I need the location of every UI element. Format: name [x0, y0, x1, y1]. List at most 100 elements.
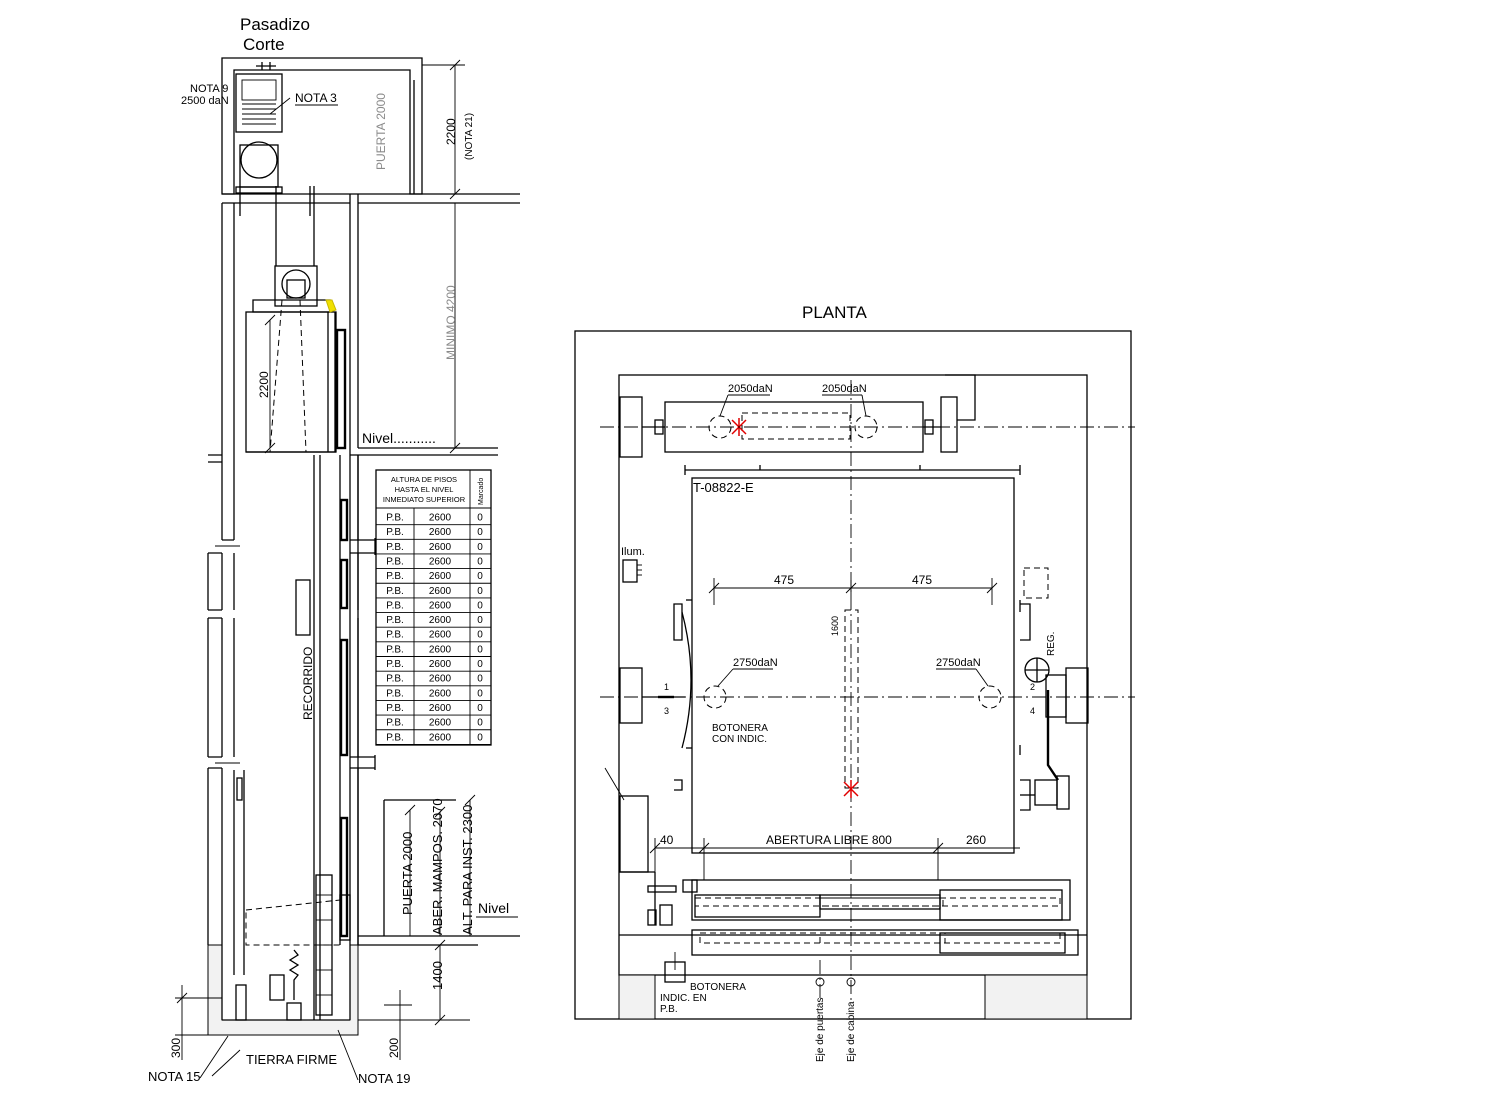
abertura-label: ABERTURA LIBRE 800: [766, 833, 892, 847]
table-cell-marcado: 0: [477, 615, 483, 626]
nota19-label: NOTA 19: [358, 1071, 411, 1086]
table-cell-altura: 2600: [429, 527, 452, 538]
cabin-top-line: [684, 465, 1021, 475]
top-guide-beam: 2050daN 2050daN: [619, 374, 976, 458]
table-cell-marcado: 0: [477, 571, 483, 582]
table-cell-altura: 2600: [429, 718, 452, 729]
table-cell-marcado: 0: [477, 556, 483, 567]
table-cell-piso: P.B.: [386, 630, 404, 641]
eje-cabina-label: Eje de cabina: [846, 1001, 857, 1062]
botonera-line2: CON INDIC.: [712, 734, 767, 745]
table-cell-piso: P.B.: [386, 542, 404, 553]
wall-hatch-right: [984, 974, 1088, 1020]
plan-view: PLANTA 2050daN 2050daN: [574, 303, 1135, 1063]
table-cell-altura: 2600: [429, 615, 452, 626]
plan-title: PLANTA: [802, 303, 868, 322]
table-cell-marcado: 0: [477, 718, 483, 729]
table-cell-piso: P.B.: [386, 718, 404, 729]
table-cell-altura: 2600: [429, 674, 452, 685]
table-cell-altura: 2600: [429, 732, 452, 743]
load-2750-left: 2750daN: [733, 657, 778, 669]
table-header-marcado: Marcado: [478, 478, 485, 505]
reg-label: REG.: [1046, 632, 1057, 656]
hook: [256, 62, 276, 70]
machine-room-walls: [221, 57, 423, 195]
cabin: [691, 477, 1015, 854]
table-cell-altura: 2600: [429, 630, 452, 641]
recorrido-label: RECORRIDO: [301, 647, 315, 720]
floor-table: ALTURA DE PISOS HASTA EL NIVEL INMEDIATO…: [375, 469, 492, 746]
pit: [207, 770, 359, 1036]
table-cell-marcado: 0: [477, 600, 483, 611]
dim-475-left: 475: [774, 573, 794, 587]
table-cell-altura: 2600: [429, 542, 452, 553]
dim-2200-cab: 2200: [257, 371, 271, 398]
num-3: 3: [664, 706, 669, 716]
table-cell-altura: 2600: [429, 644, 452, 655]
table-cell-marcado: 0: [477, 513, 483, 524]
section-title-2: Corte: [243, 35, 285, 54]
floor-slabs: [207, 454, 240, 945]
dim-2200-top: 2200: [444, 118, 458, 145]
table-cell-marcado: 0: [477, 586, 483, 597]
table-cell-piso: P.B.: [386, 688, 404, 699]
botonera2-line3: P.B.: [660, 1004, 678, 1015]
table-row: P.B. 2600 0: [376, 600, 491, 613]
table-cell-altura: 2600: [429, 586, 452, 597]
table-cell-piso: P.B.: [386, 659, 404, 670]
table-cell-marcado: 0: [477, 674, 483, 685]
num-4: 4: [1030, 706, 1035, 716]
table-cell-altura: 2600: [429, 513, 452, 524]
table-cell-marcado: 0: [477, 527, 483, 538]
nivel-top-label: Nivel...........: [362, 430, 436, 446]
botonera2-line2: INDIC. EN: [660, 993, 707, 1004]
table-cell-piso: P.B.: [386, 513, 404, 524]
plan-outer-frame: [574, 330, 1132, 1020]
table-cell-altura: 2600: [429, 703, 452, 714]
num-2: 2: [1030, 682, 1035, 692]
num-1: 1: [664, 682, 669, 692]
eje-puertas-label: Eje de puertas: [815, 998, 826, 1063]
nivel-bottom-label: Nivel: [478, 900, 509, 916]
landing-doors: [619, 872, 1087, 956]
table-cell-marcado: 0: [477, 732, 483, 743]
counterweight: [295, 579, 311, 636]
load-2050-left: 2050daN: [728, 383, 773, 395]
center-slot: [844, 609, 859, 789]
model-label: T-08822-E: [693, 480, 754, 495]
table-cell-altura: 2600: [429, 556, 452, 567]
hoistway-outline: [618, 374, 1088, 976]
table-cell-piso: P.B.: [386, 600, 404, 611]
table-header-3: INMEDIATO SUPERIOR: [383, 495, 466, 504]
load-2750-right: 2750daN: [936, 657, 981, 669]
tierra-firme-label: TIERRA FIRME: [246, 1052, 337, 1067]
section-view: Pasadizo Corte NOTA 9 2500 daN NOTA 3 22…: [148, 15, 520, 1086]
table-row: P.B. 2600 0: [376, 718, 491, 731]
dim-300: 300: [169, 1038, 183, 1058]
table-cell-altura: 2600: [429, 600, 452, 611]
table-cell-piso: P.B.: [386, 674, 404, 685]
traction-sheave: [240, 141, 278, 179]
puerta-2000-label: PUERTA 2000: [400, 832, 415, 915]
botonera2-line1: BOTONERA: [690, 982, 746, 993]
wall-hatch-left: [618, 974, 656, 1020]
table-cell-altura: 2600: [429, 659, 452, 670]
alt-inst-label: ALT. PARA INST. 2300: [460, 805, 475, 935]
table-cell-piso: P.B.: [386, 703, 404, 714]
botonera-line1: BOTONERA: [712, 723, 768, 734]
red-mark-bottom: [843, 780, 859, 798]
nota15-label: NOTA 15: [148, 1069, 201, 1084]
dim-200: 200: [387, 1038, 401, 1058]
nota21-label: (NOTA 21): [464, 113, 475, 160]
minimo-4200-label: MINIMO 4200: [444, 285, 458, 360]
